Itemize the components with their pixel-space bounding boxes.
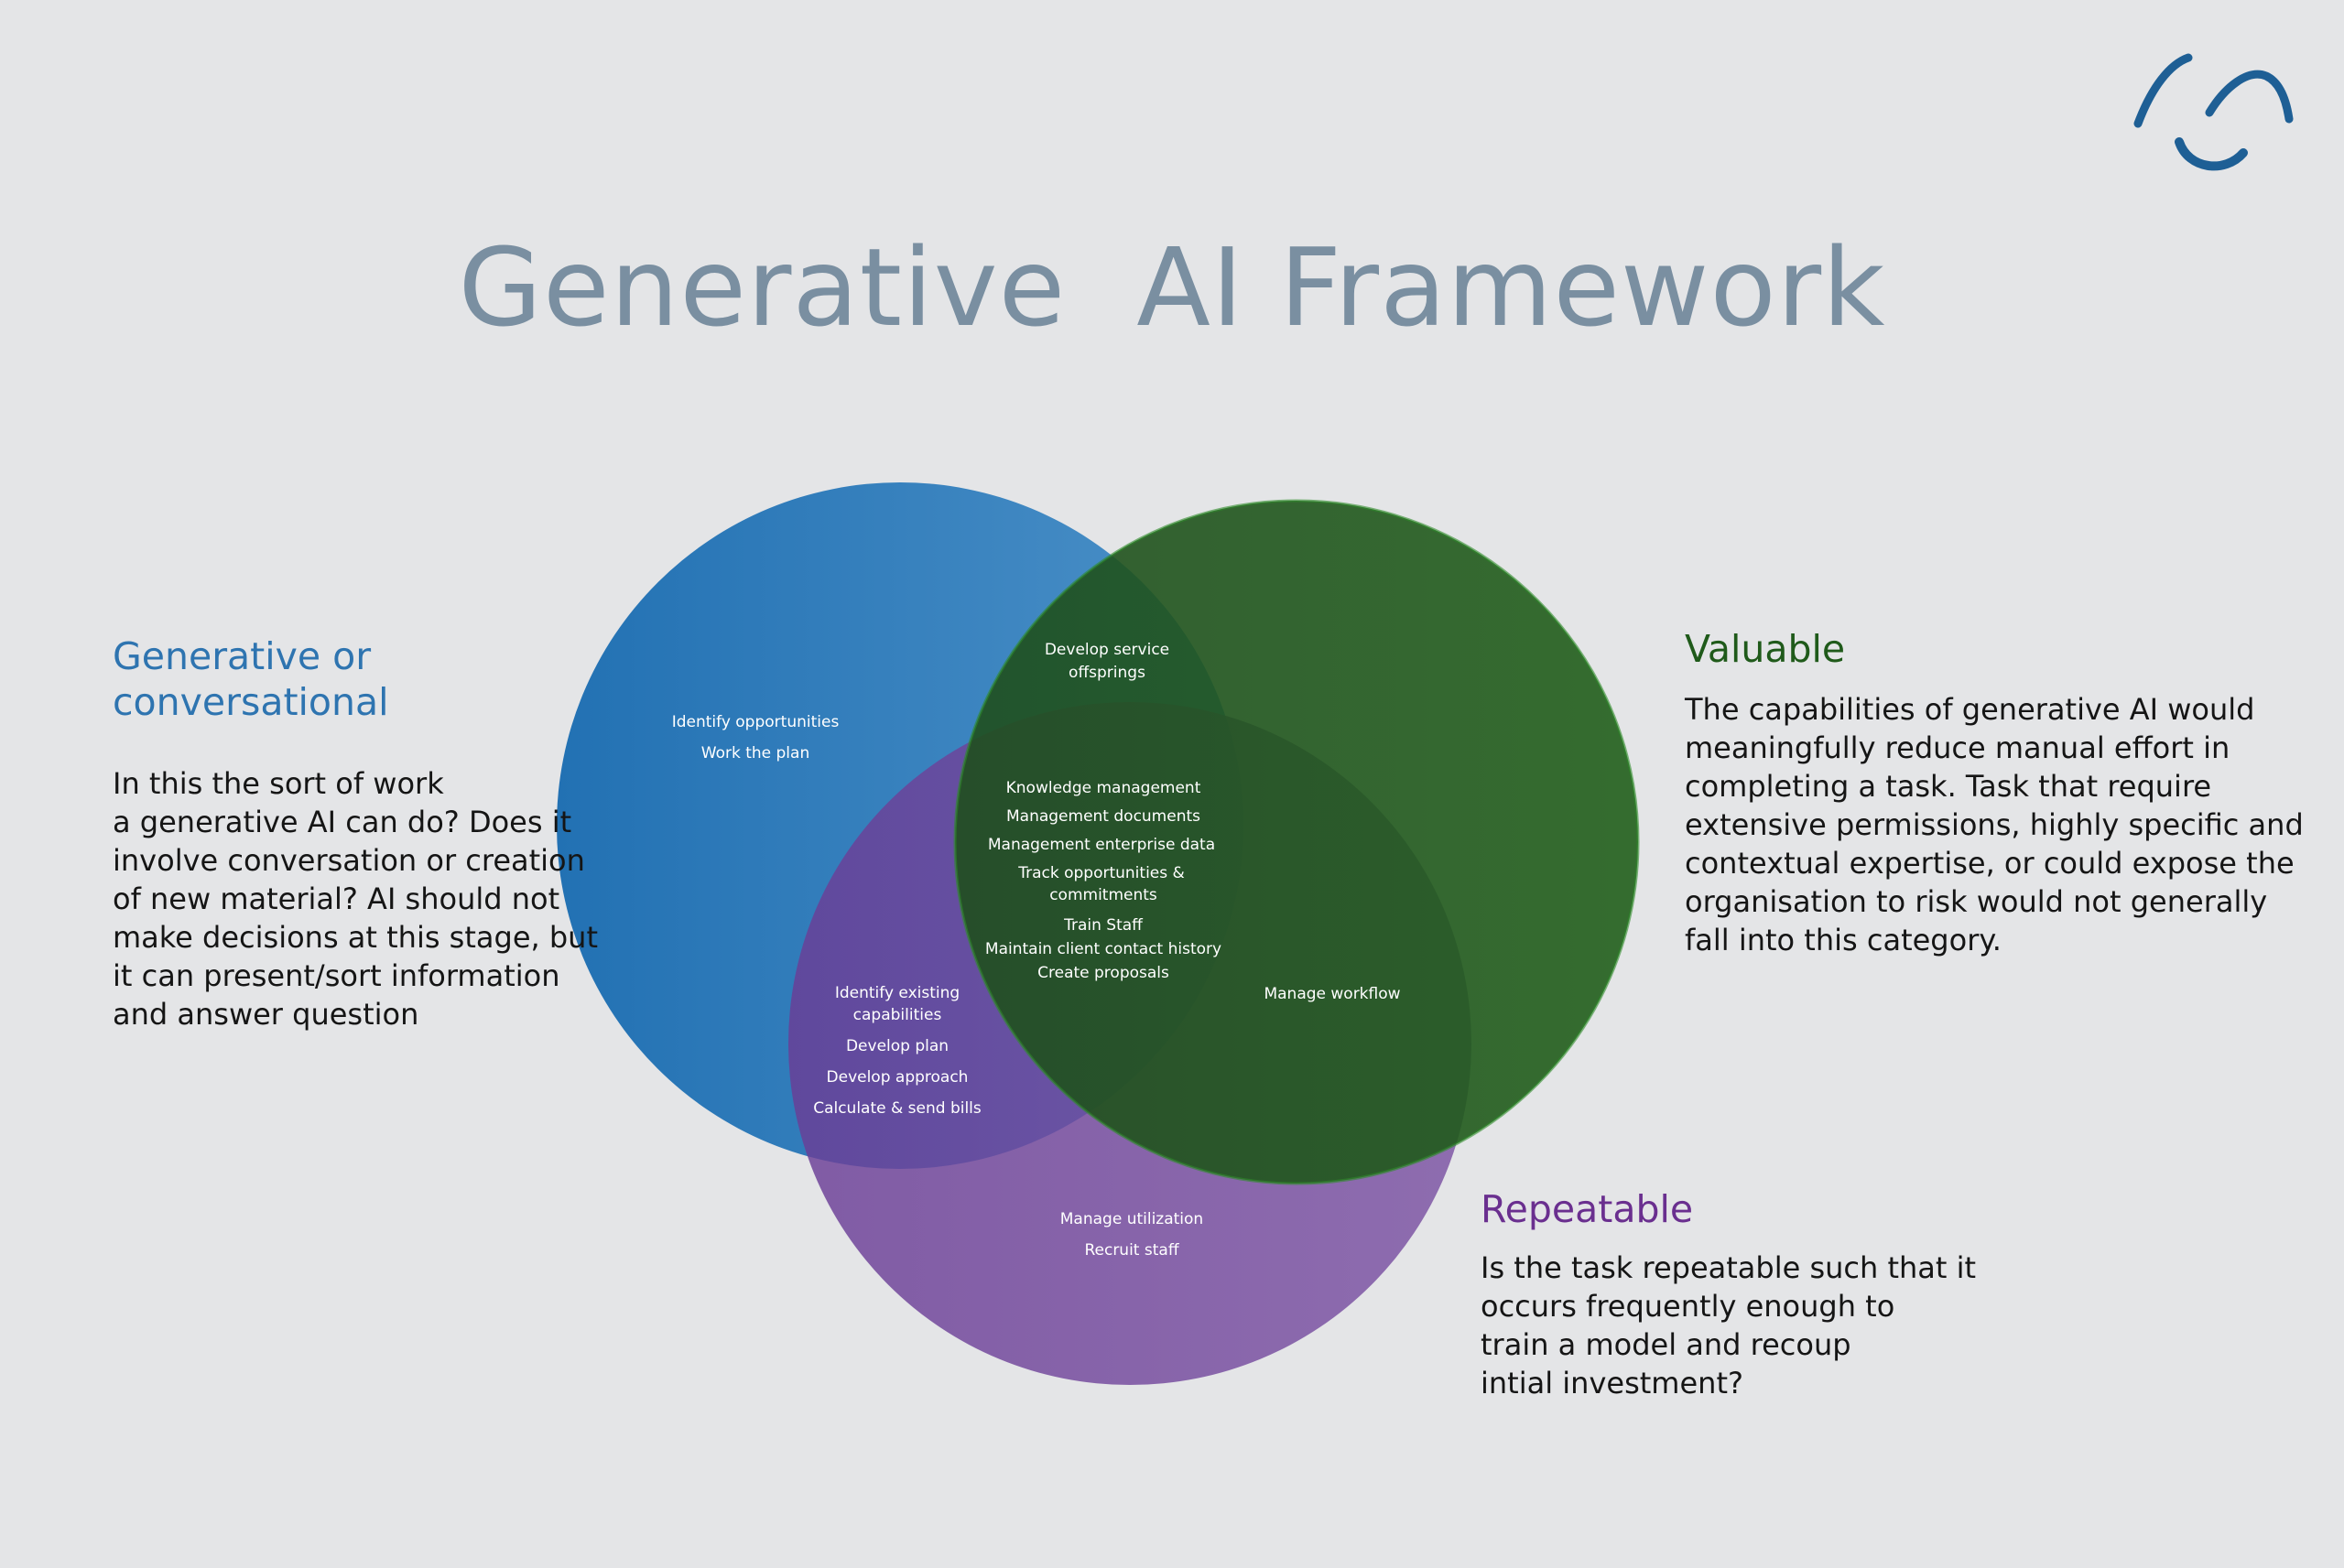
venn-label: Develop service	[1045, 641, 1169, 659]
venn-label: Identify existing	[835, 984, 960, 1002]
generative-only-labels: Identify opportunities Work the plan	[672, 713, 840, 762]
valuable-circle	[953, 499, 1640, 1185]
generative-description: In this the sort of work a generative AI…	[113, 766, 598, 1032]
venn-label: Manage workflow	[1264, 985, 1400, 1003]
repeatable-only-labels: Manage utilization Recruit staff	[1060, 1210, 1203, 1260]
venn-label: capabilities	[853, 1006, 942, 1024]
valuable-repeatable-labels: Manage workflow	[1264, 985, 1400, 1003]
venn-label: Calculate & send bills	[813, 1099, 982, 1118]
venn-label: Manage utilization	[1060, 1210, 1203, 1228]
venn-label: Management documents	[1006, 807, 1200, 826]
venn-label: Develop approach	[827, 1068, 969, 1087]
valuable-description: The capabilities of generative AI would …	[1685, 692, 2304, 957]
venn-label: Track opportunities &	[1017, 864, 1185, 882]
venn-label: commitments	[1049, 886, 1157, 904]
venn-label: Knowledge management	[1006, 779, 1201, 797]
venn-label: Work the plan	[701, 744, 809, 762]
wave-smile-logo	[2133, 53, 2294, 171]
venn-label: Train Staff	[1063, 916, 1144, 935]
valuable-heading: Valuable	[1685, 627, 1846, 671]
venn-label: Identify opportunities	[672, 713, 840, 731]
venn-label: Develop plan	[846, 1037, 949, 1055]
venn-label: Maintain client contact history	[985, 940, 1221, 958]
generative-heading: Generative or conversational	[113, 634, 389, 724]
generative-repeatable-labels: Identify existing capabilities Develop p…	[813, 984, 982, 1118]
venn-label: offsprings	[1069, 664, 1145, 682]
page-title: Generative AI Framework	[458, 224, 1886, 351]
generative-valuable-labels: Develop service offsprings	[1045, 641, 1169, 682]
all-three-labels: Knowledge management Management document…	[985, 779, 1221, 982]
venn-label: Management enterprise data	[988, 836, 1215, 854]
repeatable-description: Is the task repeatable such that it occu…	[1481, 1250, 1977, 1400]
venn-label: Recruit staff	[1084, 1241, 1179, 1260]
repeatable-heading: Repeatable	[1481, 1187, 1694, 1231]
venn-label: Create proposals	[1037, 964, 1169, 982]
